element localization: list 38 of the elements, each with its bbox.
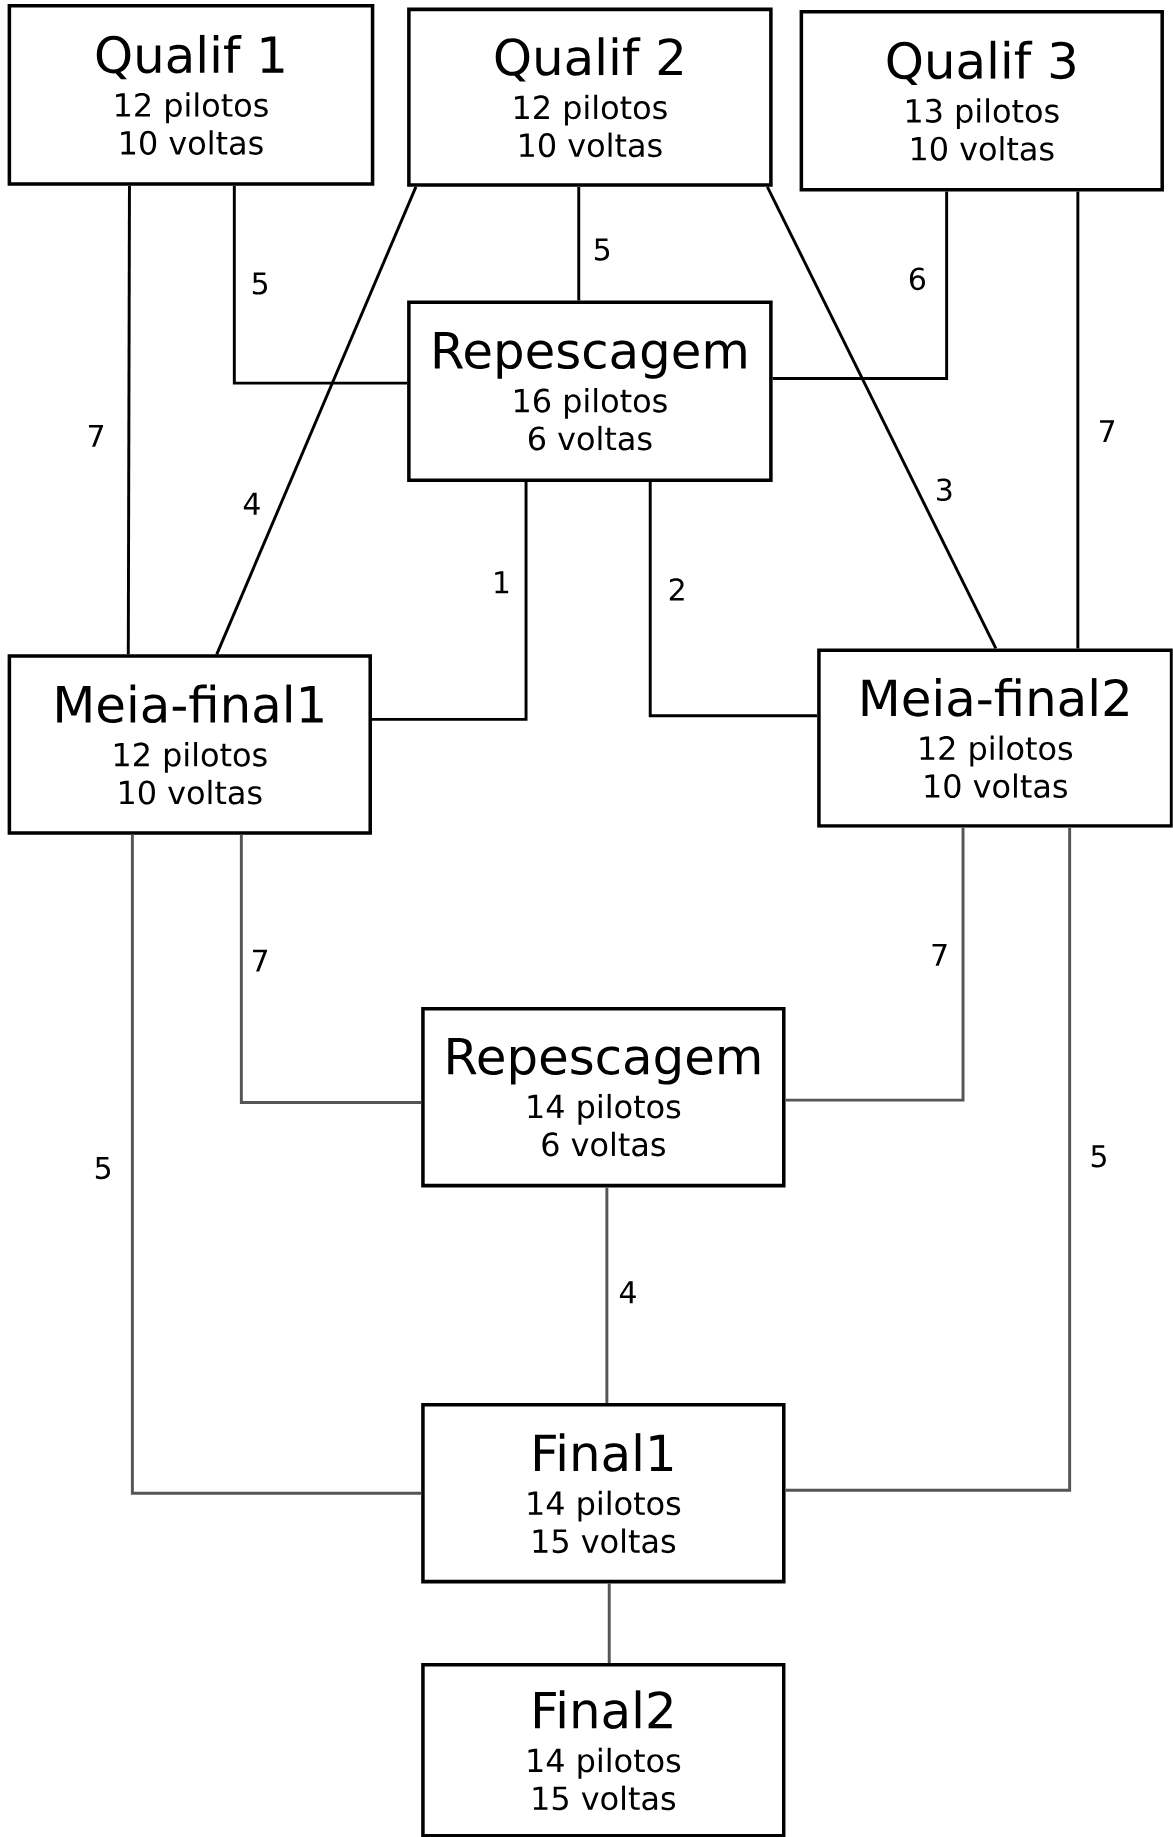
connector-line	[607, 1583, 611, 1664]
edge-label: 5	[1091, 1145, 1106, 1168]
connector-line	[772, 191, 949, 380]
connector-line	[1076, 191, 1080, 649]
edge-label: 7	[253, 949, 268, 972]
edge-label: 5	[595, 238, 610, 261]
connector-line	[648, 482, 818, 718]
connector-line	[766, 186, 998, 650]
edge-label: 7	[89, 424, 104, 447]
edge-label: 2	[670, 578, 684, 601]
connector-line	[372, 482, 528, 721]
edge-label: 6	[910, 267, 926, 291]
edge-label: 3	[937, 478, 952, 501]
edge-label: 1	[495, 571, 509, 594]
edge-label: 7	[1100, 420, 1115, 443]
race-box: Meia-final2 12 pilotos 10 voltas	[817, 648, 1173, 828]
connector-line	[240, 834, 422, 1104]
edge-label: 4	[243, 492, 260, 515]
edge-label: 7	[932, 943, 947, 966]
connector-line	[605, 1187, 609, 1403]
connector-line	[126, 185, 132, 655]
race-box: Final1 14 pilotos 15 voltas	[421, 1402, 786, 1584]
race-box: Final2 14 pilotos 15 voltas	[421, 1663, 786, 1837]
race-box: Qualif 2 12 pilotos 10 voltas	[407, 7, 773, 187]
connector-line	[785, 827, 965, 1102]
connector-line	[232, 185, 408, 385]
race-box: Repescagem 14 pilotos 6 voltas	[421, 1006, 786, 1188]
edge-label: 4	[620, 1281, 636, 1304]
race-box: Qualif 3 13 pilotos 10 voltas	[799, 9, 1165, 192]
edge-label: 5	[253, 272, 268, 295]
race-box: Meia-final1 12 pilotos 10 voltas	[7, 654, 373, 835]
race-box: Repescagem 16 pilotos 6 voltas	[407, 300, 773, 483]
edge-label: 5	[96, 1156, 111, 1180]
connector-line	[215, 186, 418, 655]
connector-line	[131, 834, 422, 1495]
race-box: Qualif 1 12 pilotos 10 voltas	[7, 4, 375, 186]
connector-line	[577, 186, 581, 301]
connector-line	[785, 827, 1072, 1492]
